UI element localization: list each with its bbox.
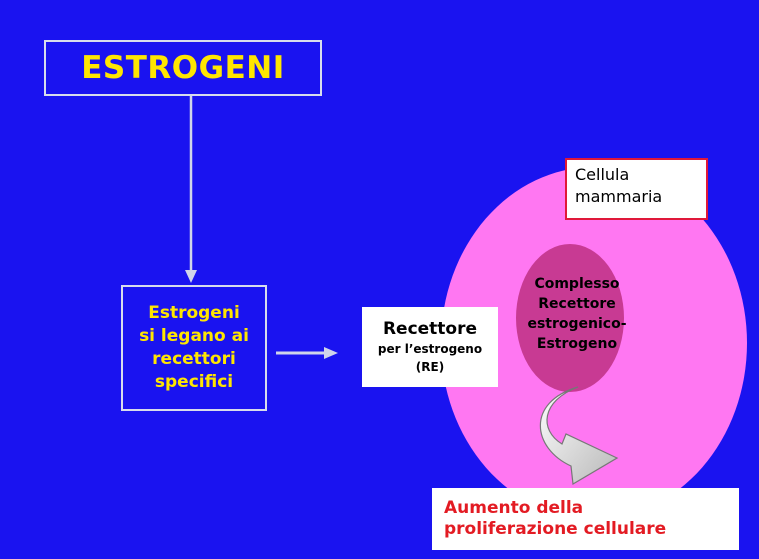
cell-label-line: Cellula xyxy=(575,165,630,184)
complex-label-line: Complesso xyxy=(534,276,620,292)
receptor-abbr: (RE) xyxy=(415,360,445,374)
complex-label-line: Recettore xyxy=(538,296,616,312)
estrogen-title-box: ESTROGENI xyxy=(44,40,322,96)
binding-line: recettori xyxy=(152,349,236,369)
receptor-complex-shape xyxy=(516,244,624,392)
receptor-complex-label: Complesso Recettore estrogenico- Estroge… xyxy=(522,274,632,354)
result-line: proliferazione cellulare xyxy=(444,519,667,539)
right-arrow-icon xyxy=(276,347,338,359)
receptor-box: Recettore per l’estrogeno (RE) xyxy=(362,307,498,387)
complex-label-line: estrogenico- xyxy=(527,316,627,332)
estrogen-binding-box: Estrogeni si legano ai recettori specifi… xyxy=(121,285,267,411)
mammary-cell-label: Cellula mammaria xyxy=(565,158,708,220)
binding-line: specifici xyxy=(154,372,234,392)
receptor-subtitle: per l’estrogeno xyxy=(377,342,483,356)
cell-label-line: mammaria xyxy=(575,187,663,206)
result-line: Aumento della xyxy=(444,498,584,518)
binding-line: si legano ai xyxy=(139,326,249,346)
estrogen-binding-text: Estrogeni si legano ai recettori specifi… xyxy=(139,302,249,394)
proliferation-result-box: Aumento della proliferazione cellulare xyxy=(432,488,739,550)
curved-arrow-icon xyxy=(539,386,619,485)
binding-line: Estrogeni xyxy=(148,303,240,323)
estrogen-title: ESTROGENI xyxy=(81,50,285,86)
complex-label-line: Estrogeno xyxy=(536,336,618,352)
down-arrow-icon xyxy=(185,96,197,283)
receptor-title: Recettore xyxy=(382,319,478,339)
